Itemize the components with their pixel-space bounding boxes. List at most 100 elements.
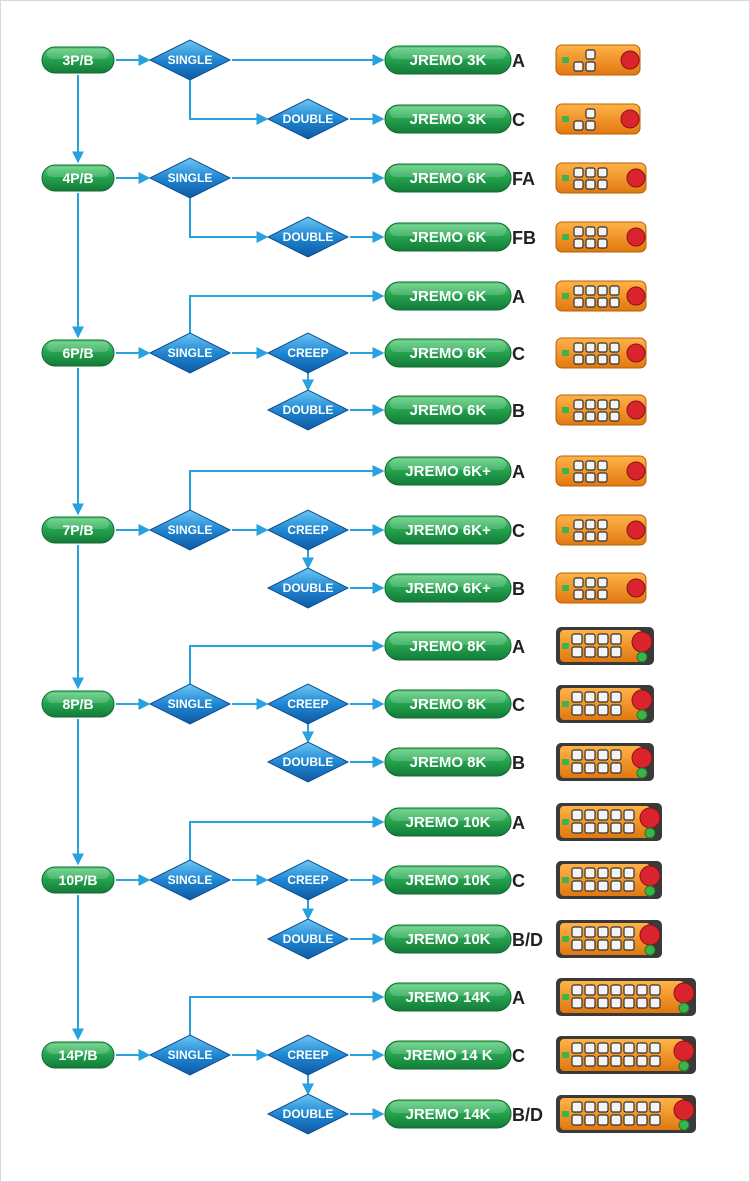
model-node: JREMO 6K <box>384 395 512 425</box>
pb-node-label: 8P/B <box>62 696 93 712</box>
model-node-label: JREMO 10K <box>405 931 490 948</box>
model-node: JREMO 8K <box>384 689 512 719</box>
decision-label: SINGLE <box>168 171 213 185</box>
decision-label: CREEP <box>287 873 328 887</box>
remote-product-image <box>555 162 647 194</box>
connector-arrow <box>189 465 385 510</box>
model-node-label: JREMO 6K+ <box>405 580 491 597</box>
pb-node-label: 14P/B <box>59 1047 98 1063</box>
pb-node: 4P/B <box>41 164 115 192</box>
model-node-label: JREMO 6K <box>410 170 487 187</box>
decision-single: SINGLE <box>148 157 232 199</box>
remote-product-image <box>555 221 647 253</box>
decision-single: SINGLE <box>148 332 232 374</box>
decision-label: CREEP <box>287 1048 328 1062</box>
pb-node-label: 4P/B <box>62 170 93 186</box>
model-suffix: B <box>512 753 525 773</box>
decision-double: DOUBLE <box>266 98 350 140</box>
model-node: JREMO 14K <box>384 1099 512 1129</box>
model-node: JREMO 3K <box>384 104 512 134</box>
remote-product-image <box>555 280 647 312</box>
model-node: JREMO 8K <box>384 631 512 661</box>
decision-single: SINGLE <box>148 683 232 725</box>
remote-product-image <box>556 685 654 723</box>
remote-product-image <box>556 803 662 841</box>
model-node: JREMO 6K <box>384 281 512 311</box>
model-node: JREMO 6K <box>384 222 512 252</box>
pb-node: 3P/B <box>41 46 115 74</box>
pb-node: 8P/B <box>41 690 115 718</box>
pb-node-label: 6P/B <box>62 345 93 361</box>
decision-double: DOUBLE <box>266 389 350 431</box>
model-suffix: A <box>512 637 525 657</box>
remote-product-image <box>555 394 647 426</box>
model-node: JREMO 6K <box>384 163 512 193</box>
remote-product-image <box>555 337 647 369</box>
decision-label: SINGLE <box>168 1048 213 1062</box>
pb-node-label: 10P/B <box>59 872 98 888</box>
decision-single: SINGLE <box>148 509 232 551</box>
remote-product-image <box>556 920 662 958</box>
decision-single: SINGLE <box>148 1034 232 1076</box>
decision-double: DOUBLE <box>266 567 350 609</box>
decision-double: DOUBLE <box>266 216 350 258</box>
model-node: JREMO 14K <box>384 982 512 1012</box>
model-node: JREMO 14 K <box>384 1040 512 1070</box>
connector-layer <box>72 54 385 1120</box>
model-node-label: JREMO 8K <box>410 638 487 655</box>
decision-label: DOUBLE <box>283 403 334 417</box>
decision-creep: CREEP <box>266 509 350 551</box>
model-node-label: JREMO 14K <box>405 989 490 1006</box>
model-suffix: B/D <box>512 930 543 950</box>
decision-double: DOUBLE <box>266 741 350 783</box>
decision-label: SINGLE <box>168 523 213 537</box>
decision-label: DOUBLE <box>283 112 334 126</box>
pb-node: 6P/B <box>41 339 115 367</box>
model-suffix: A <box>512 988 525 1008</box>
connector-arrow <box>189 991 385 1035</box>
connector-arrow <box>189 640 385 684</box>
decision-label: DOUBLE <box>283 755 334 769</box>
model-node-label: JREMO 6K <box>410 229 487 246</box>
model-node-label: JREMO 6K+ <box>405 522 491 539</box>
decision-label: SINGLE <box>168 873 213 887</box>
remote-product-image <box>555 514 647 546</box>
pb-node: 10P/B <box>41 866 115 894</box>
decision-label: DOUBLE <box>283 932 334 946</box>
connector-arrow <box>189 198 269 243</box>
model-node-label: JREMO 3K <box>410 111 487 128</box>
decision-label: DOUBLE <box>283 230 334 244</box>
connector-arrow <box>189 80 269 125</box>
model-node-label: JREMO 14K <box>405 1106 490 1123</box>
model-node: JREMO 3K <box>384 45 512 75</box>
model-suffix: C <box>512 1046 525 1066</box>
model-suffix: A <box>512 51 525 71</box>
decision-single: SINGLE <box>148 859 232 901</box>
remote-product-image <box>555 455 647 487</box>
decision-creep: CREEP <box>266 683 350 725</box>
model-node: JREMO 10K <box>384 865 512 895</box>
decision-label: SINGLE <box>168 53 213 67</box>
remote-product-image <box>556 627 654 665</box>
remote-product-image <box>556 1036 696 1074</box>
decision-label: SINGLE <box>168 346 213 360</box>
model-node-label: JREMO 10K <box>405 872 490 889</box>
decision-single: SINGLE <box>148 39 232 81</box>
model-node: JREMO 8K <box>384 747 512 777</box>
model-suffix: C <box>512 110 525 130</box>
decision-label: CREEP <box>287 697 328 711</box>
model-node-label: JREMO 8K <box>410 754 487 771</box>
decision-creep: CREEP <box>266 1034 350 1076</box>
model-node: JREMO 6K+ <box>384 515 512 545</box>
model-suffix: B/D <box>512 1105 543 1125</box>
decision-label: SINGLE <box>168 697 213 711</box>
model-node-label: JREMO 8K <box>410 696 487 713</box>
model-suffix: FB <box>512 228 536 248</box>
decision-creep: CREEP <box>266 332 350 374</box>
model-suffix: C <box>512 344 525 364</box>
model-suffix: C <box>512 521 525 541</box>
decision-label: DOUBLE <box>283 581 334 595</box>
remote-product-image <box>556 861 662 899</box>
